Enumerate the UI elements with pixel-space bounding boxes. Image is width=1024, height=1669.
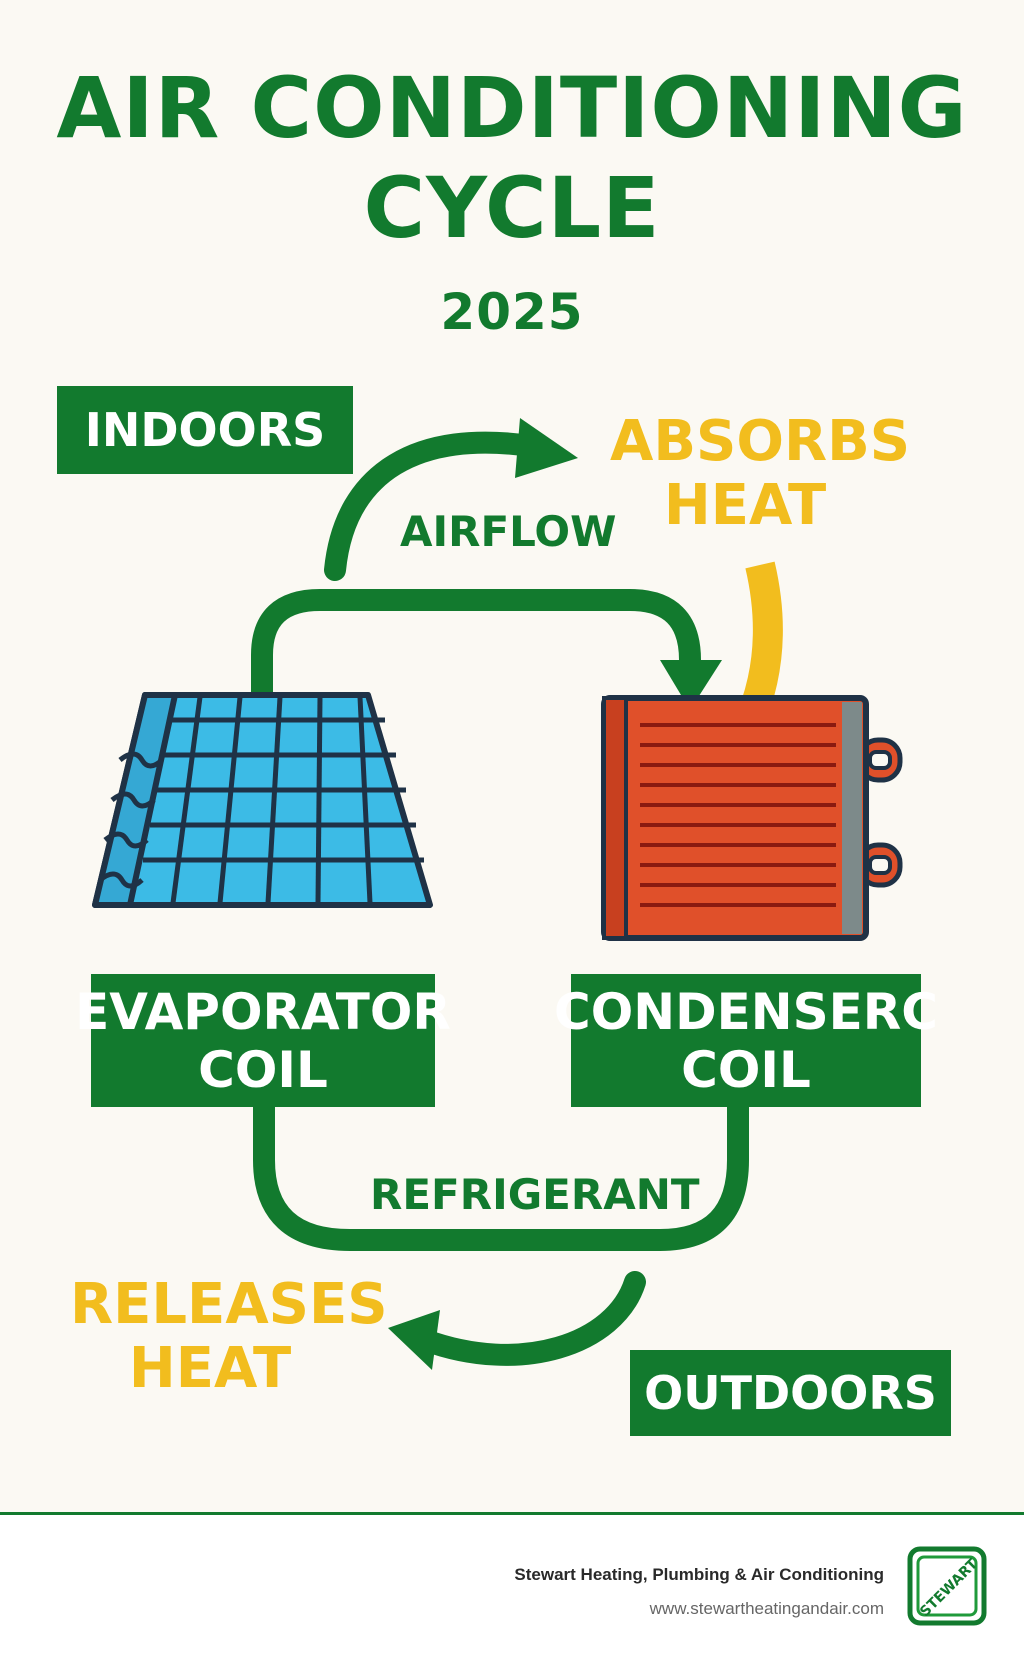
ac-cycle-diagram (92, 418, 903, 1370)
company-name: Stewart Heating, Plumbing & Air Conditio… (514, 1565, 884, 1584)
title-year: 2025 (440, 283, 584, 341)
title-line-1: AIR CONDITIONING (56, 59, 968, 157)
releases-heat-label: RELEASES HEAT (70, 1272, 388, 1401)
condenser-coil-illustration (601, 695, 903, 941)
release-arrowhead (388, 1310, 440, 1370)
refrigerant-line-bottom (253, 1100, 749, 1251)
airflow-arrowhead (515, 418, 578, 478)
condenser-coil-label: CONDENSERC COIL (554, 974, 938, 1107)
footer: Stewart Heating, Plumbing & Air Conditio… (0, 1512, 1024, 1669)
refrigerant-arrowhead-top (660, 660, 722, 710)
absorbs-heat-label: ABSORBS HEAT (610, 409, 911, 538)
airflow-arrow (324, 431, 541, 581)
outdoors-label: OUTDOORS (630, 1350, 951, 1436)
condenser-label-line-2: COIL (681, 1040, 811, 1099)
releases-heat-line-1: RELEASES (70, 1272, 388, 1337)
title-line-2: CYCLE (363, 159, 661, 257)
refrigerant-label: REFRIGERANT (370, 1170, 700, 1219)
releases-heat-line-2: HEAT (128, 1336, 292, 1401)
evaporator-label-line-1: EVAPORATOR (75, 982, 451, 1041)
condenser-label-line-1: CONDENSERC (554, 982, 938, 1041)
evaporator-label-line-2: COIL (198, 1040, 328, 1099)
release-arrow (414, 1271, 646, 1366)
absorbs-heat-line-2: HEAT (663, 473, 827, 538)
evaporator-coil-label: EVAPORATOR COIL (75, 974, 451, 1107)
absorbs-heat-line-1: ABSORBS (610, 409, 911, 474)
refrigerant-line-top (251, 589, 701, 700)
airflow-label: AIRFLOW (400, 507, 617, 556)
company-url[interactable]: www.stewartheatingandair.com (649, 1599, 884, 1618)
indoors-label: INDOORS (57, 386, 353, 474)
evaporator-coil-illustration (92, 692, 433, 908)
stewart-logo: STEWART (907, 1546, 987, 1626)
